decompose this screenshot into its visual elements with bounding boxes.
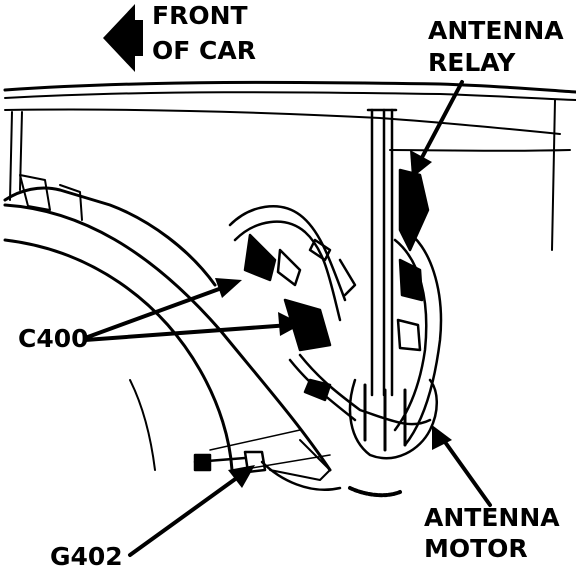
left-arrow-icon [103,4,143,72]
antenna-motor-label-line1: ANTENNA [424,503,560,532]
wheel-well [3,174,332,481]
antenna-motor-label-line2: MOTOR [424,534,528,563]
c400-connector-label: C400 [18,324,89,353]
motor-callout-line [438,433,492,507]
antenna-relay-label-line2: RELAY [428,48,516,77]
g402-callout-line [128,470,247,557]
wire-harness [228,205,432,426]
fender-top-edge [3,80,576,251]
antenna-motor-assembly [348,108,443,460]
ground-strap [193,450,402,498]
callout-arrowheads [215,150,452,488]
c400-callout-line-lower [83,323,292,342]
front-of-car-label-line1: FRONT [152,1,248,30]
callout-arrows [83,80,492,557]
relay-callout-line [416,80,464,167]
antenna-relay-label-line1: ANTENNA [428,16,564,45]
g402-ground-label: G402 [50,542,123,571]
c400-callout-line-upper [83,283,232,340]
front-of-car-label-line2: OF CAR [152,36,256,65]
